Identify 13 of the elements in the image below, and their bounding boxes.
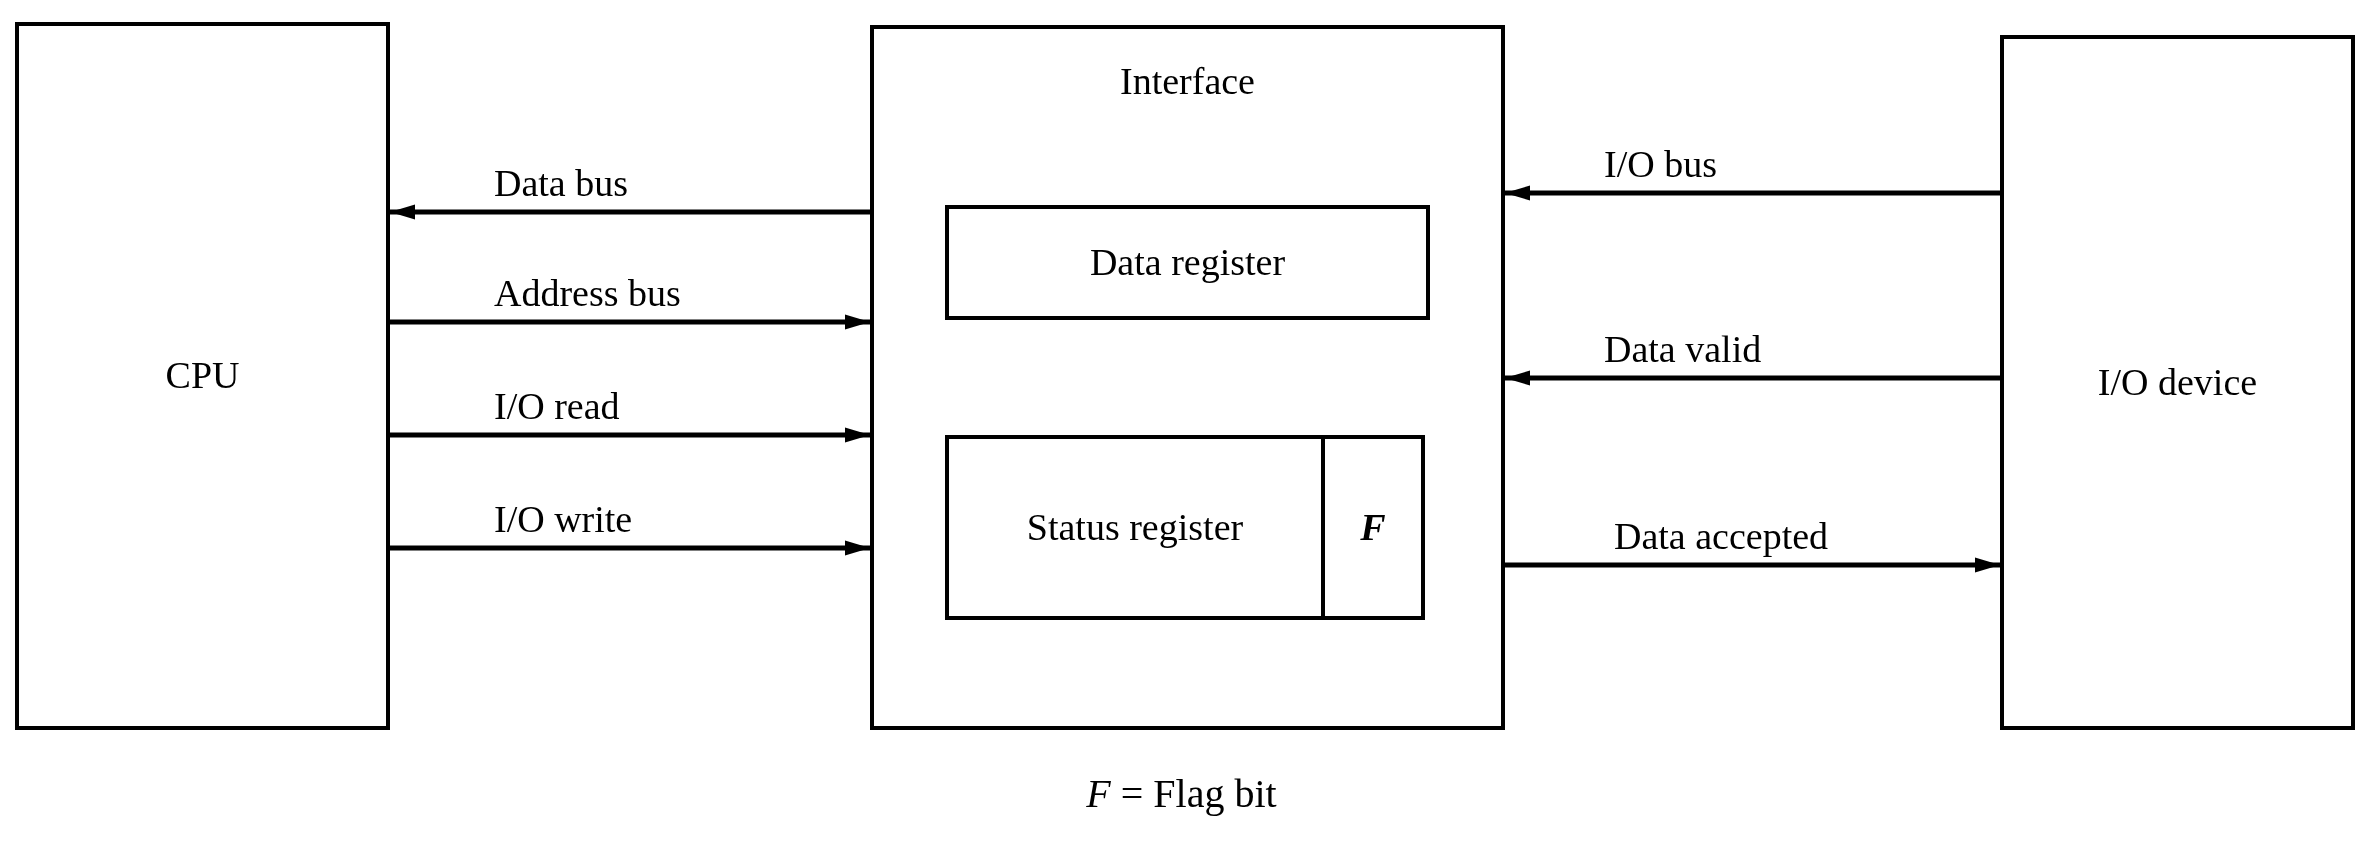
- arrow: [390, 427, 870, 443]
- arrow: [390, 204, 870, 220]
- box-heading: Interface: [1119, 59, 1256, 104]
- arrow: [1505, 370, 2000, 386]
- arrow: [390, 314, 870, 330]
- arrow: [1505, 185, 2000, 201]
- cpu-box: CPU: [15, 22, 390, 730]
- interface-box: [870, 25, 1505, 730]
- arrow: [1505, 557, 2000, 573]
- arrow: [390, 540, 870, 556]
- caption: F = Flag bit: [1086, 771, 1277, 816]
- register-box: Data register: [945, 205, 1430, 320]
- device-box: I/O device: [2000, 35, 2355, 730]
